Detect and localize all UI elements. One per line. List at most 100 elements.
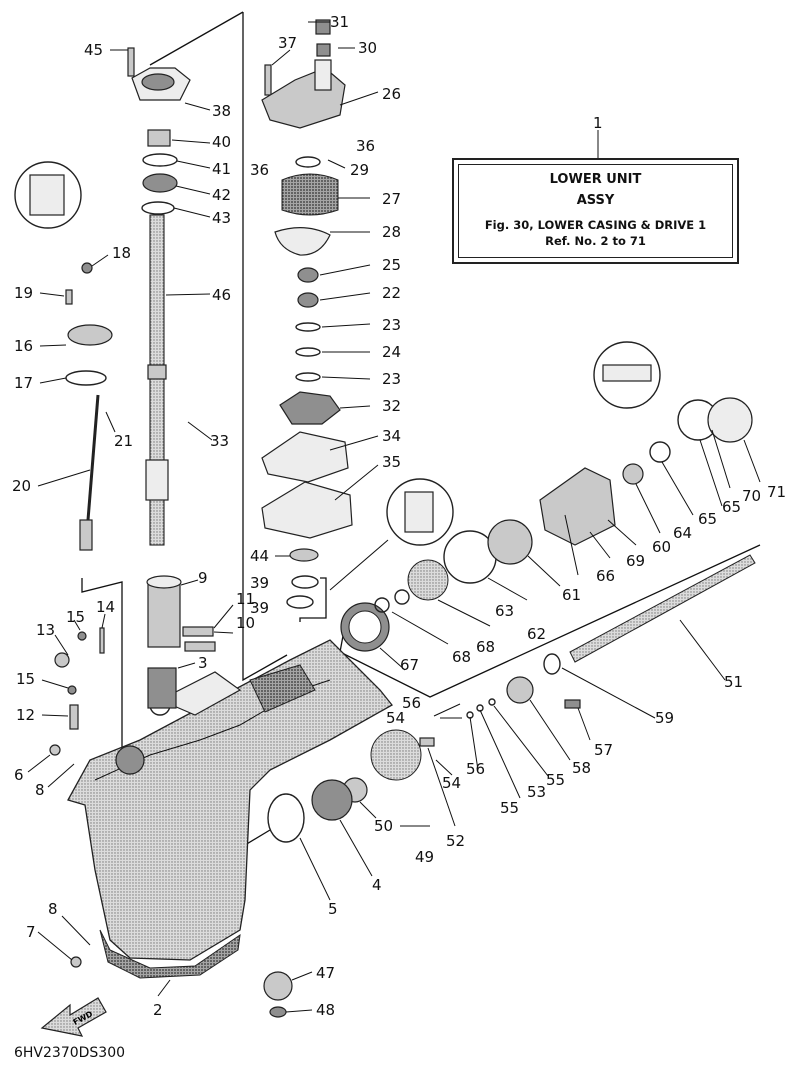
callout: 34 — [382, 427, 401, 445]
title-line1: LOWER UNIT — [549, 172, 642, 187]
callout: 14 — [96, 598, 115, 616]
callout: 3 — [198, 654, 208, 672]
callout: 66 — [596, 567, 615, 585]
diagram-code: 6HV2370DS300 — [14, 1045, 126, 1061]
callout: 32 — [382, 397, 401, 415]
callout: 7 — [26, 923, 36, 941]
callout: 62 — [527, 625, 546, 643]
sleeves — [146, 575, 216, 709]
callout: 30 — [358, 39, 377, 57]
callout: 28 — [382, 223, 401, 241]
callout: 15 — [16, 670, 35, 688]
callout: 61 — [562, 586, 581, 604]
callout: 65 — [698, 510, 717, 528]
callout: 45 — [84, 41, 103, 59]
callout: 38 — [212, 102, 231, 120]
callout: 15 — [66, 608, 85, 626]
callout: 54 — [386, 709, 405, 727]
callout: 59 — [655, 709, 674, 727]
callout: 65 — [722, 498, 741, 516]
leader-lines — [27, 21, 761, 1013]
callout: 31 — [330, 13, 349, 31]
callout: 12 — [16, 706, 35, 724]
callout: 52 — [446, 832, 465, 850]
callout: 41 — [212, 160, 231, 178]
callout: 40 — [212, 133, 231, 151]
title-line4: Ref. No. 2 to 71 — [545, 234, 646, 248]
callout: 35 — [382, 453, 401, 471]
callout: 33 — [210, 432, 229, 450]
callout: 48 — [316, 1001, 335, 1019]
callout: 1 — [593, 114, 603, 132]
callout: 69 — [626, 552, 645, 570]
callout: 6 — [14, 766, 24, 784]
callout: 4 — [372, 876, 382, 894]
callout: 23 — [382, 316, 401, 334]
callout: 44 — [250, 547, 269, 565]
callout: 18 — [112, 244, 131, 262]
callout: 63 — [495, 602, 514, 620]
callout: 68 — [452, 648, 471, 666]
callout: 39 — [250, 599, 269, 617]
callout: 24 — [382, 343, 401, 361]
callout: 21 — [114, 432, 133, 450]
callout: 9 — [198, 569, 208, 587]
callout: 49 — [415, 848, 434, 866]
fwd-arrow-icon: FWD — [40, 997, 107, 1037]
callout: 68 — [476, 638, 495, 656]
callout: 54 — [442, 774, 461, 792]
callout: 16 — [14, 337, 33, 355]
callout: 17 — [14, 374, 33, 392]
callout: 55 — [500, 799, 519, 817]
callout: 22 — [382, 284, 401, 302]
callout: 11 — [236, 590, 255, 608]
water-tube — [79, 394, 100, 551]
callout: 8 — [48, 900, 58, 918]
title-line3: Fig. 30, LOWER CASING & DRIVE 1 — [484, 218, 707, 232]
callout-numbers: 1 2 3 4 5 6 7 8 8 9 10 11 12 13 14 15 15… — [12, 13, 786, 1019]
callout: 5 — [328, 900, 338, 918]
callout: 60 — [652, 538, 671, 556]
callout: 47 — [316, 964, 335, 982]
callout: 29 — [350, 161, 369, 179]
drive-shaft-top-parts — [127, 47, 191, 215]
callout: 20 — [12, 477, 31, 495]
callout: 67 — [400, 656, 419, 674]
callout: 25 — [382, 256, 401, 274]
detail-bubbles — [14, 161, 661, 546]
callout: 2 — [153, 1001, 163, 1019]
title-box-inner: LOWER UNIT ASSY Fig. 30, LOWER CASING & … — [458, 164, 733, 258]
callout: 70 — [742, 487, 761, 505]
callout: 27 — [382, 190, 401, 208]
title-line2: ASSY — [576, 193, 615, 208]
callout: 36 — [356, 137, 375, 155]
callout: 19 — [14, 284, 33, 302]
drive-shaft — [145, 214, 169, 546]
callout: 50 — [374, 817, 393, 835]
callout: 56 — [402, 694, 421, 712]
callout: 8 — [35, 781, 45, 799]
lower-casing — [67, 639, 393, 979]
callout: 13 — [36, 621, 55, 639]
callout: 42 — [212, 186, 231, 204]
callout: 26 — [382, 85, 401, 103]
callout: 53 — [527, 783, 546, 801]
callout: 23 — [382, 370, 401, 388]
callout: 51 — [724, 673, 743, 691]
callout: 39 — [250, 574, 269, 592]
callout: 64 — [673, 524, 692, 542]
callout: 37 — [278, 34, 297, 52]
callout: 57 — [594, 741, 613, 759]
callout: 58 — [572, 759, 591, 777]
callout: 55 — [546, 771, 565, 789]
callout: 36 — [250, 161, 269, 179]
callout: 43 — [212, 209, 231, 227]
title-box: LOWER UNIT ASSY Fig. 30, LOWER CASING & … — [452, 158, 739, 264]
gear-parts — [263, 397, 753, 1018]
callout: 56 — [466, 760, 485, 778]
callout: 46 — [212, 286, 231, 304]
water-pump-parts — [261, 19, 353, 622]
propeller-shaft — [543, 554, 756, 675]
callout: 71 — [767, 483, 786, 501]
